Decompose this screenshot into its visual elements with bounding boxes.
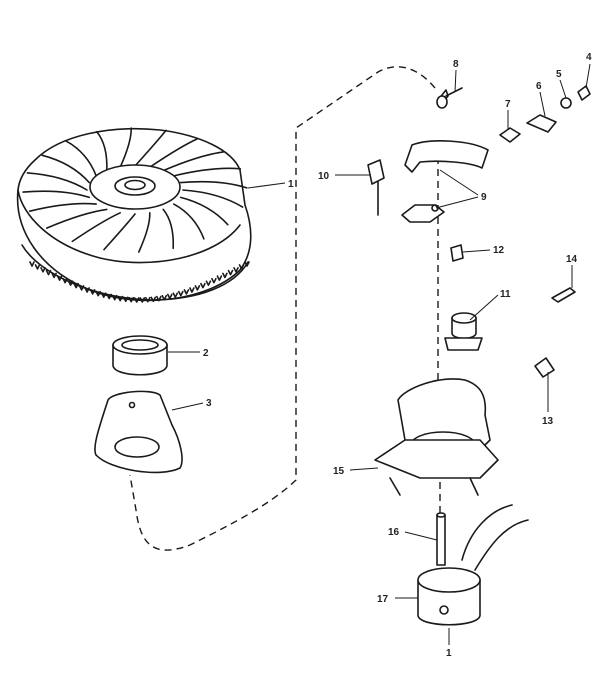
- flywheel-fin: [28, 202, 97, 212]
- callout-14: 14: [566, 254, 578, 265]
- flywheel-tooth: [84, 287, 90, 293]
- flywheel-fin: [179, 196, 229, 226]
- flywheel-fin: [119, 127, 133, 168]
- flywheel-tooth: [200, 282, 206, 289]
- coil-part: [417, 504, 529, 626]
- flywheel-tooth: [34, 264, 41, 270]
- clip-7-part: [499, 127, 521, 143]
- flywheel-tooth: [111, 294, 118, 301]
- flywheel-fin: [173, 167, 242, 177]
- assembly-dash-line: [129, 66, 436, 551]
- flywheel-tooth: [51, 272, 57, 279]
- flywheel-tooth: [106, 293, 112, 300]
- flywheel-tooth: [183, 289, 190, 295]
- flywheel-fin: [179, 180, 248, 189]
- flywheel-tooth: [211, 277, 217, 284]
- callout-13: 13: [542, 416, 554, 427]
- flywheel-tooth: [222, 272, 228, 279]
- callout-17: 17: [377, 594, 389, 605]
- flywheel-tooth: [150, 296, 157, 303]
- callout-5: 5: [556, 69, 562, 80]
- flywheel-tooth: [67, 280, 74, 286]
- flywheel-tooth: [89, 289, 96, 295]
- flywheel-tooth: [78, 285, 85, 291]
- flywheel-fin: [26, 172, 88, 191]
- callout-10: 10: [318, 171, 330, 182]
- flywheel-part: [16, 127, 252, 303]
- points-bracket-part: [401, 140, 489, 223]
- flywheel-tooth: [100, 292, 107, 298]
- flywheel-tooth: [205, 280, 212, 286]
- callout-4: 4: [586, 52, 592, 63]
- sleeve-part: [112, 335, 168, 376]
- screw-12-part: [450, 244, 464, 262]
- flywheel-tooth: [172, 292, 179, 298]
- screw-8-part: [436, 87, 463, 109]
- washer-5-part: [560, 97, 572, 109]
- flywheel-tooth: [167, 293, 173, 300]
- flywheel-tooth: [145, 296, 151, 303]
- cover-13-part: [534, 357, 555, 378]
- flywheel-fin: [162, 208, 175, 250]
- flywheel-fin: [182, 189, 244, 208]
- callout-leaders: [168, 63, 591, 645]
- flywheel-fin: [65, 140, 97, 177]
- flywheel-fin: [149, 137, 199, 168]
- flywheel-tooth: [161, 294, 168, 301]
- flywheel-fin: [138, 212, 151, 253]
- callout-7: 7: [505, 99, 511, 110]
- callout-1: 1: [288, 179, 294, 190]
- clip-14-part: [551, 287, 576, 303]
- callout-9: 9: [481, 192, 487, 203]
- callout-12: 12: [493, 245, 505, 256]
- flywheel-fin: [173, 203, 205, 240]
- flywheel-tooth: [178, 290, 184, 297]
- callout-15: 15: [333, 466, 345, 477]
- flywheel-tooth: [238, 264, 245, 270]
- flywheel-fin: [134, 129, 167, 167]
- flywheel-tooth: [40, 267, 46, 273]
- flywheel-tooth: [73, 282, 79, 289]
- plunger-part: [436, 512, 446, 566]
- callout-11: 11: [500, 289, 511, 300]
- flywheel-fin: [96, 130, 108, 172]
- flywheel-fin: [71, 212, 121, 243]
- callout-16: 16: [388, 527, 400, 538]
- condenser-part: [444, 312, 483, 351]
- plate-part: [94, 390, 183, 474]
- callout-8: 8: [453, 59, 459, 70]
- flywheel-tooth: [117, 295, 123, 302]
- flywheel-tooth: [156, 295, 162, 302]
- flywheel-fin: [22, 190, 91, 199]
- callout-coil-bottom: 1: [446, 648, 452, 659]
- flywheel-tooth: [128, 296, 134, 303]
- flywheel-fin: [162, 151, 225, 172]
- flywheel-tooth: [189, 287, 195, 293]
- flywheel-tooth: [194, 285, 201, 291]
- callout-3: 3: [206, 398, 212, 409]
- flywheel-tooth: [95, 290, 101, 297]
- screw-10-part: [367, 159, 385, 216]
- flywheel-fin: [41, 154, 91, 184]
- nut-4-part: [577, 85, 591, 101]
- flywheel-tooth: [122, 296, 129, 303]
- terminal-6-part: [526, 114, 557, 133]
- flywheel-tooth: [139, 297, 146, 303]
- flywheel-tooth: [45, 269, 52, 276]
- stator-part: [374, 378, 499, 496]
- callout-6: 6: [536, 81, 542, 92]
- flywheel-fin: [103, 213, 136, 251]
- flywheel-tooth: [56, 275, 63, 281]
- flywheel-tooth: [133, 297, 140, 303]
- callout-2: 2: [203, 348, 209, 359]
- flywheel-tooth: [29, 261, 35, 267]
- flywheel-tooth: [233, 267, 239, 273]
- flywheel-tooth: [216, 275, 223, 281]
- flywheel-tooth: [62, 277, 68, 284]
- flywheel-tooth: [244, 261, 250, 267]
- flywheel-tooth: [227, 269, 234, 276]
- flywheel-fin: [45, 208, 108, 229]
